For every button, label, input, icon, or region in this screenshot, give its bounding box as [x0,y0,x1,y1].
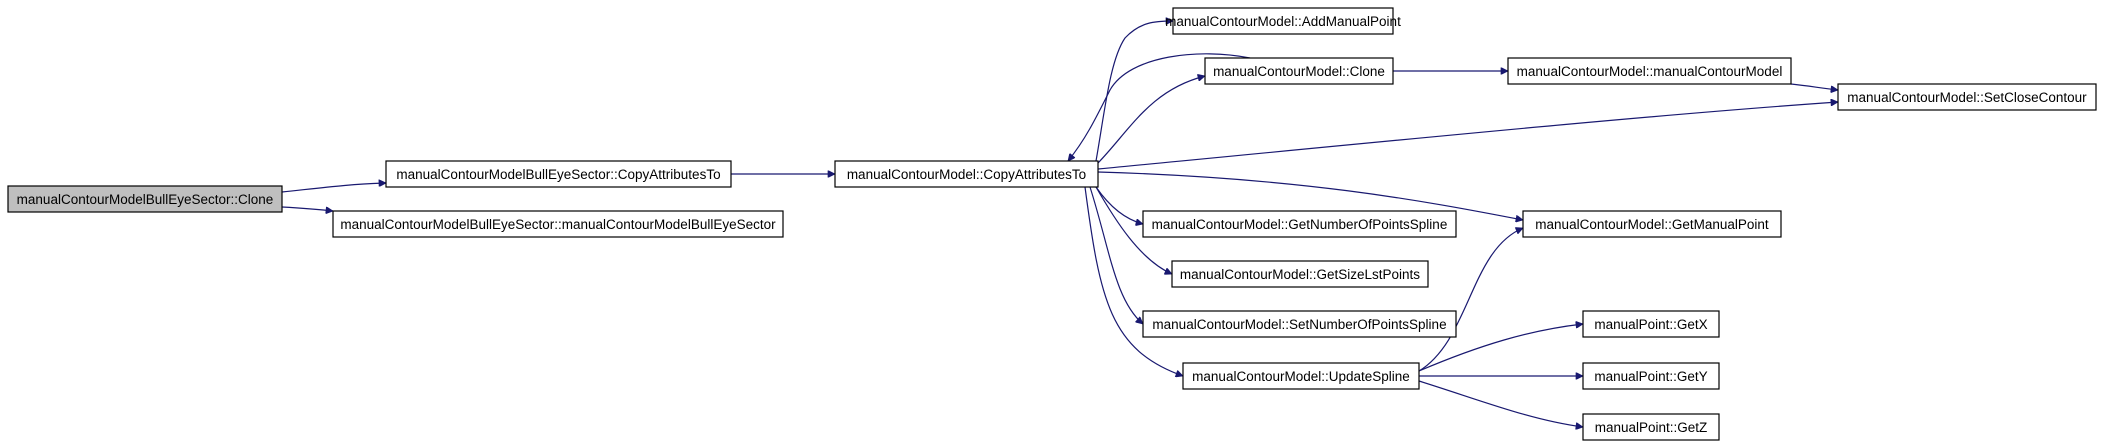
edge-root-to-bes_copy [281,183,386,193]
node-label: manualContourModel::SetNumberOfPointsSpl… [1152,317,1446,332]
edge-mcm_copy-to-set_nps [1089,186,1143,324]
node-label: manualContourModel::manualContourModel [1517,64,1783,79]
node-get_size[interactable]: manualContourModel::GetSizeLstPoints [1171,260,1429,288]
node-label: manualContourModel::SetCloseContour [1847,90,2087,105]
node-box[interactable] [1507,57,1792,85]
node-box[interactable] [1582,310,1720,338]
edge-mcm_copy-to-get_size [1095,186,1172,274]
edge-update-to-getx [1418,324,1583,372]
edge-mcm_copy-to-set_close [1097,102,1838,170]
edge-mcm_copy-to-update [1084,186,1183,376]
edge-update-to-get_mp [1418,228,1523,372]
node-root[interactable]: manualContourModelBullEyeSector::Clone [7,185,283,213]
node-label: manualContourModelBullEyeSector::Clone [17,192,274,207]
edge-mcm_copy-to-mcm_clone [1097,76,1205,164]
edges-layer [281,21,1838,427]
node-label: manualContourModel::GetManualPoint [1535,217,1769,232]
node-box[interactable] [1582,413,1720,441]
node-getx[interactable]: manualPoint::GetX [1582,310,1720,338]
node-label: manualContourModel::Clone [1213,64,1385,79]
node-add_mp[interactable]: manualContourModel::AddManualPoint [1165,7,1401,35]
node-box[interactable] [1522,210,1782,238]
node-bes_ctor[interactable]: manualContourModelBullEyeSector::manualC… [332,210,784,238]
node-mcm_ctor[interactable]: manualContourModel::manualContourModel [1507,57,1792,85]
node-label: manualContourModelBullEyeSector::CopyAtt… [396,167,720,182]
edge-mcm_copy-to-add_mp [1095,21,1173,162]
node-update[interactable]: manualContourModel::UpdateSpline [1182,362,1420,390]
node-box[interactable] [1171,260,1429,288]
node-box[interactable] [1142,210,1457,238]
edge-mcm_copy-to-get_nps [1095,186,1143,224]
node-get_nps[interactable]: manualContourModel::GetNumberOfPointsSpl… [1142,210,1457,238]
node-mcm_copy[interactable]: manualContourModel::CopyAttributesTo [834,160,1099,188]
node-box[interactable] [1142,310,1457,338]
edge-mcm_copy-to-get_mp [1097,171,1523,220]
node-label: manualContourModel::GetNumberOfPointsSpl… [1152,217,1448,232]
node-box[interactable] [1182,362,1420,390]
edge-mcm_ctor-to-set_close [1790,83,1838,90]
edge-mcm_clone-to-mcm_copy [1068,53,1251,161]
node-box[interactable] [1172,7,1394,35]
node-label: manualContourModel::AddManualPoint [1165,14,1401,29]
node-label: manualContourModelBullEyeSector::manualC… [340,217,776,232]
node-getz[interactable]: manualPoint::GetZ [1582,413,1720,441]
node-box[interactable] [7,185,283,213]
edge-root-to-bes_ctor [281,206,333,211]
node-mcm_clone[interactable]: manualContourModel::Clone [1204,57,1394,85]
node-box[interactable] [332,210,784,238]
node-box[interactable] [385,160,732,188]
nodes-layer: manualContourModelBullEyeSector::Clonema… [7,7,2097,441]
node-label: manualContourModel::GetSizeLstPoints [1180,267,1420,282]
node-box[interactable] [1837,83,2097,111]
node-label: manualPoint::GetX [1594,317,1707,332]
node-label: manualPoint::GetZ [1595,420,1708,435]
node-label: manualPoint::GetY [1594,369,1707,384]
node-get_mp[interactable]: manualContourModel::GetManualPoint [1522,210,1782,238]
node-gety[interactable]: manualPoint::GetY [1582,362,1720,390]
node-set_nps[interactable]: manualContourModel::SetNumberOfPointsSpl… [1142,310,1457,338]
node-label: manualContourModel::UpdateSpline [1192,369,1410,384]
node-box[interactable] [1204,57,1394,85]
node-box[interactable] [1582,362,1720,390]
node-set_close[interactable]: manualContourModel::SetCloseContour [1837,83,2097,111]
edge-update-to-getz [1418,380,1583,427]
node-bes_copy[interactable]: manualContourModelBullEyeSector::CopyAtt… [385,160,732,188]
node-box[interactable] [834,160,1099,188]
node-label: manualContourModel::CopyAttributesTo [847,167,1086,182]
